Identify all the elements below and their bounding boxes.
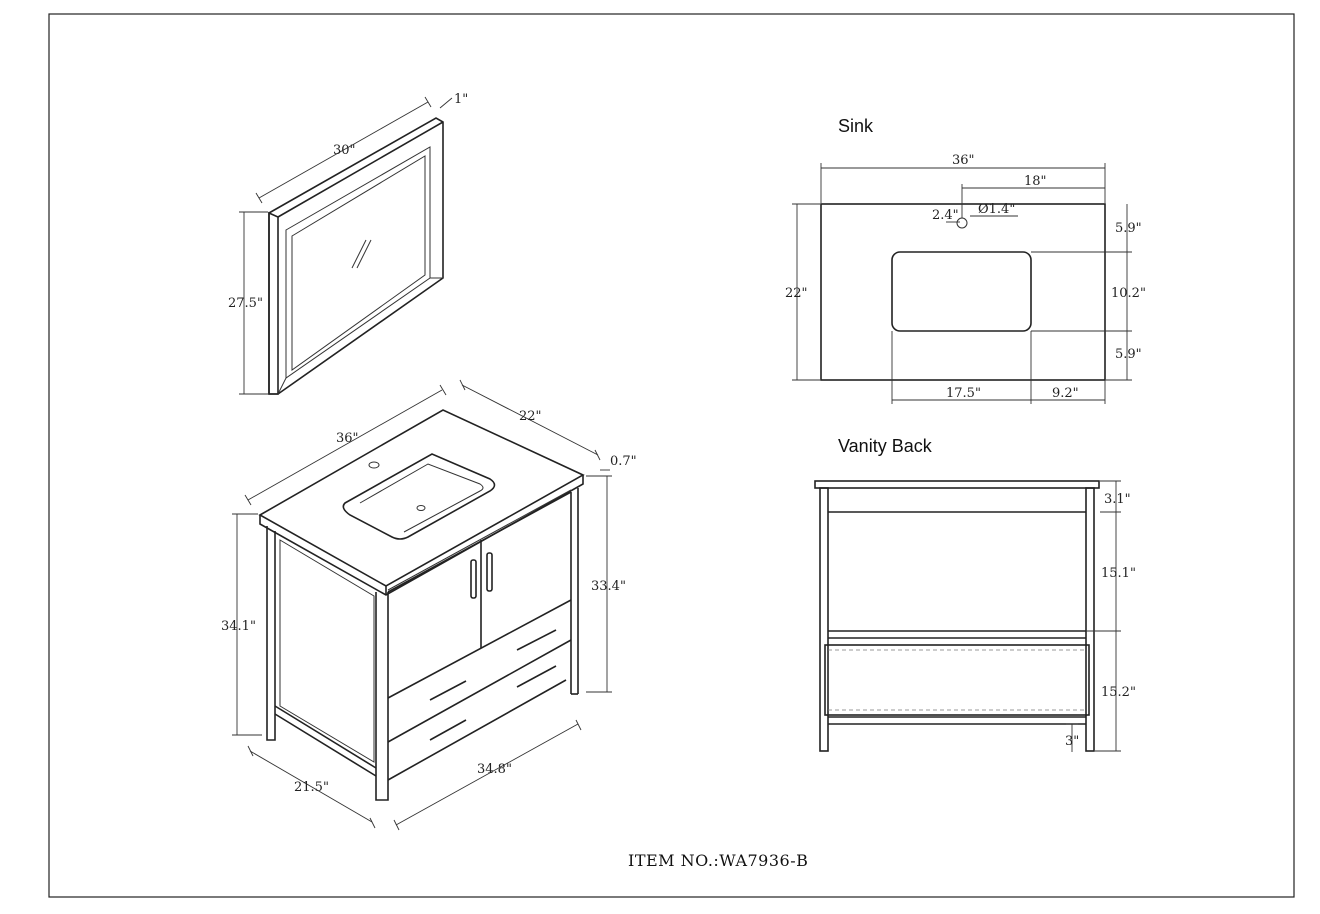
vanity-cabinet-height-label: 33.4": [591, 579, 626, 594]
vanity-base-depth-label: 21.5": [294, 780, 329, 795]
vanity-total-height-label: 34.1": [221, 619, 256, 634]
back-top-rail-label: 3.1": [1104, 492, 1131, 507]
sink-top-gap-label: 5.9": [1115, 221, 1142, 236]
sink-view-title: Sink: [838, 116, 874, 136]
sink-bowl-depth-label: 10.2": [1111, 286, 1146, 301]
vanity-base-width-label: 34.8": [477, 762, 512, 777]
drawing-border: [48, 13, 1295, 898]
sink-side-gap-label: 9.2": [1052, 386, 1079, 401]
vanity-back-view: [814, 480, 1121, 752]
sink-depth-label: 22": [785, 286, 808, 301]
vanity-top-depth-label: 22": [519, 409, 542, 424]
back-bottom-gap-label: 3": [1065, 734, 1079, 749]
back-upper-opening-label: 15.1": [1101, 566, 1136, 581]
vanity-top-width-label: 36": [336, 431, 359, 446]
mirror-depth-label: 1": [454, 92, 468, 107]
mirror-width-label: 30": [333, 143, 356, 158]
back-view-title: Vanity Back: [838, 436, 933, 456]
vanity-top-thickness-label: 0.7": [610, 454, 637, 469]
mirror-height-label: 27.5": [228, 296, 263, 311]
sink-half-width-label: 18": [1024, 174, 1047, 189]
sink-bowl-width-label: 17.5": [946, 386, 981, 401]
back-lower-opening-label: 15.2": [1101, 685, 1136, 700]
sink-faucet-offset-label: 2.4": [932, 208, 959, 223]
sink-width-label: 36": [952, 153, 975, 168]
sink-bottom-gap-label: 5.9": [1115, 347, 1142, 362]
item-number: ITEM NO.:WA7936-B: [628, 851, 808, 870]
vanity-drawing: [232, 379, 612, 831]
sink-top-view: [792, 163, 1132, 404]
mirror-drawing: [239, 96, 453, 395]
sink-faucet-hole-label: Ø1.4": [978, 202, 1015, 217]
